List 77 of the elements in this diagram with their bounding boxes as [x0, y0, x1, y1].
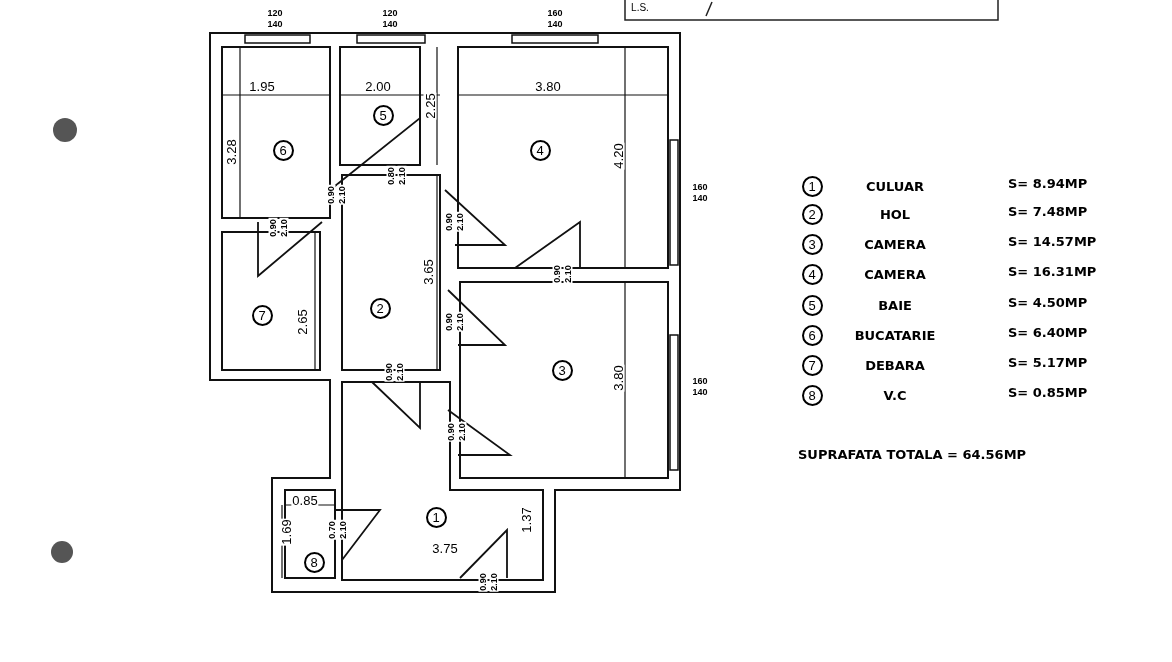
- window-size-label: 160: [691, 182, 709, 192]
- door-size-label: 2.10: [563, 264, 573, 284]
- window-size-label: 160: [546, 8, 564, 18]
- window-size-label: 140: [691, 387, 709, 397]
- door-size-label: 0.70: [327, 520, 337, 540]
- room-number: 3: [551, 359, 573, 381]
- dimension-label: 4.20: [611, 142, 625, 170]
- room-number: 1: [801, 175, 823, 197]
- room-number: 7: [801, 354, 823, 376]
- dimension-label: 1.37: [519, 506, 533, 534]
- room-number: 8: [801, 384, 823, 406]
- area-value: S= 8.94MP: [1008, 177, 1088, 190]
- sheet-label: L.S.: [630, 3, 650, 13]
- door-size-label: 2.10: [455, 212, 465, 232]
- door-size-label: 0.90: [384, 362, 394, 382]
- room-number: 2: [369, 297, 391, 319]
- room-number: 5: [372, 104, 394, 126]
- area-value: S= 4.50MP: [1008, 296, 1088, 309]
- door-size-label: 0.90: [552, 264, 562, 284]
- dimension-label: 1.95: [248, 79, 276, 93]
- room-number: 1: [425, 506, 447, 528]
- total-area: SUPRAFATA TOTALA = 64.56MP: [798, 448, 1027, 461]
- area-value: S= 6.40MP: [1008, 326, 1088, 339]
- room-number: 8: [303, 551, 325, 573]
- room-name: CULUAR: [865, 179, 925, 193]
- dimension-label: 3.65: [421, 258, 435, 286]
- window-size-label: 140: [691, 193, 709, 203]
- dimension-label: 3.28: [224, 138, 238, 166]
- dimension-label: 2.65: [295, 308, 309, 336]
- door-size-label: 0.90: [478, 572, 488, 592]
- room-name: V.C: [883, 388, 907, 402]
- room-number: 4: [529, 139, 551, 161]
- dimension-label: 0.85: [291, 493, 319, 507]
- window-size-label: 120: [266, 8, 284, 18]
- area-value: S= 16.31MP: [1008, 265, 1097, 278]
- door-size-label: 0.90: [446, 422, 456, 442]
- area-value: S= 14.57MP: [1008, 235, 1097, 248]
- room-name: BAIE: [878, 298, 912, 312]
- door-size-label: 0.90: [268, 218, 278, 238]
- room-name: DEBARA: [865, 358, 925, 372]
- door-size-label: 2.10: [455, 312, 465, 332]
- door-size-label: 2.10: [279, 218, 289, 238]
- room-name: CAMERA: [864, 237, 926, 251]
- dimension-label: 3.80: [611, 364, 625, 392]
- window-size-label: 140: [266, 19, 284, 29]
- area-value: S= 7.48MP: [1008, 205, 1088, 218]
- room-number: 5: [801, 294, 823, 316]
- room-number: 3: [801, 233, 823, 255]
- door-size-label: 0.90: [326, 185, 336, 205]
- room-name: HOL: [879, 207, 911, 221]
- room-number: 4: [801, 263, 823, 285]
- door-size-label: 2.10: [457, 422, 467, 442]
- room-number: 6: [272, 139, 294, 161]
- dimension-label: 3.75: [431, 541, 459, 555]
- window-size-label: 140: [381, 19, 399, 29]
- dimension-label: 2.00: [364, 79, 392, 93]
- area-value: S= 5.17MP: [1008, 356, 1088, 369]
- room-name: BUCATARIE: [854, 328, 936, 342]
- door-size-label: 0.90: [444, 312, 454, 332]
- door-size-label: 0.80: [386, 166, 396, 186]
- dimension-label: 3.80: [534, 79, 562, 93]
- door-size-label: 2.10: [395, 362, 405, 382]
- door-size-label: 2.10: [338, 520, 348, 540]
- room-number: 2: [801, 203, 823, 225]
- dimension-label: 1.69: [279, 518, 293, 546]
- dimension-label: 2.25: [423, 92, 437, 120]
- window-size-label: 140: [546, 19, 564, 29]
- window-size-label: 160: [691, 376, 709, 386]
- door-size-label: 2.10: [337, 185, 347, 205]
- area-value: S= 0.85MP: [1008, 386, 1088, 399]
- room-name: CAMERA: [864, 267, 926, 281]
- door-size-label: 0.90: [444, 212, 454, 232]
- room-number: 6: [801, 324, 823, 346]
- window-size-label: 120: [381, 8, 399, 18]
- door-size-label: 2.10: [397, 166, 407, 186]
- room-number: 7: [251, 304, 273, 326]
- door-size-label: 2.10: [489, 572, 499, 592]
